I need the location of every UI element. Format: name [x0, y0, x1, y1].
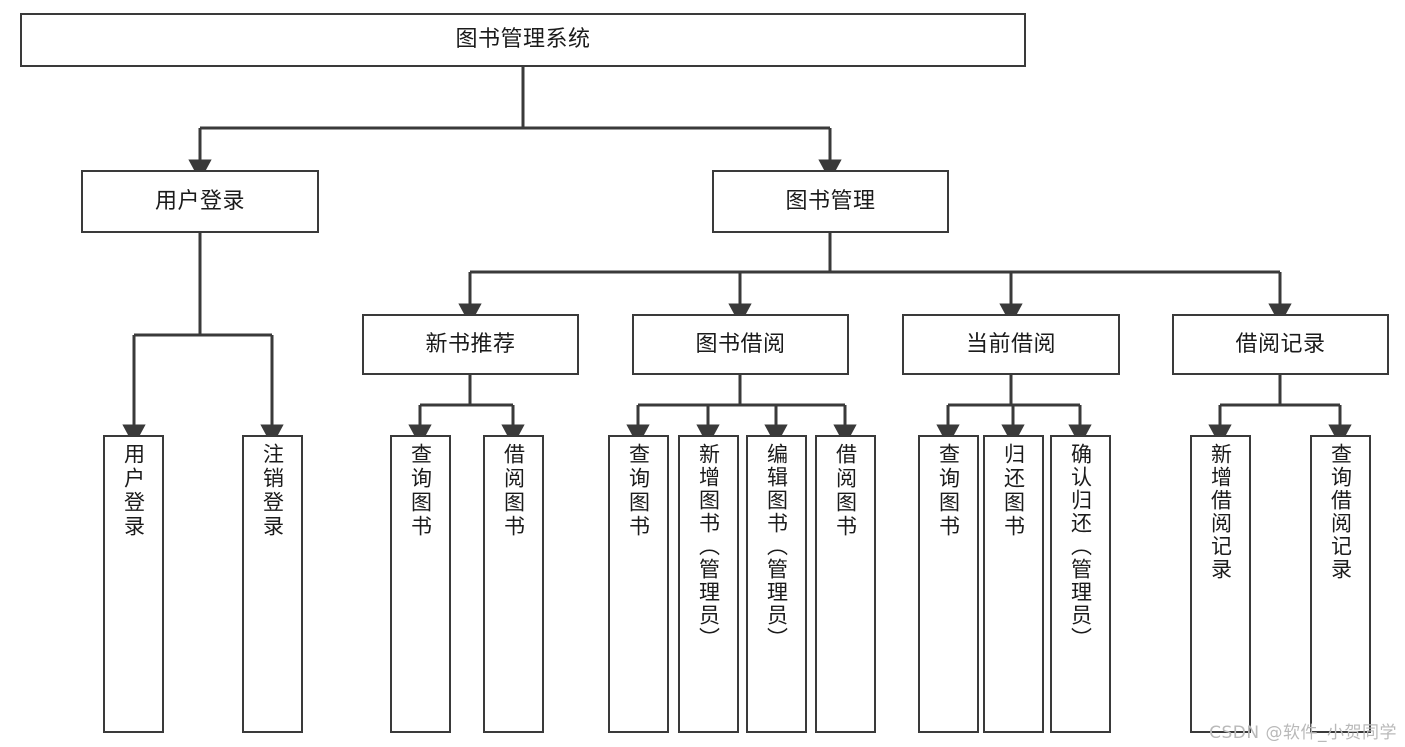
leaf-return-books[interactable]: 归还图书 [983, 435, 1044, 733]
leaf-query-books-bb-label: 查询图书 [626, 443, 651, 539]
node-root-label: 图书管理系统 [455, 27, 591, 53]
leaf-add-borrow-record[interactable]: 新增借阅记录 [1190, 435, 1251, 733]
node-user-login-label: 用户登录 [154, 188, 245, 214]
leaf-logout[interactable]: 注销登录 [242, 435, 303, 733]
leaf-edit-book-admin-label: 编辑图书（管理员） [764, 443, 789, 650]
leaf-query-books-cb[interactable]: 查询图书 [918, 435, 979, 733]
leaf-add-book-admin[interactable]: 新增图书（管理员） [678, 435, 739, 733]
leaf-borrow-books-nbr-label: 借阅图书 [501, 443, 526, 539]
node-new-book-recommend[interactable]: 新书推荐 [362, 314, 579, 375]
leaf-user-login[interactable]: 用户登录 [103, 435, 164, 733]
node-root[interactable]: 图书管理系统 [20, 13, 1026, 67]
leaf-logout-label: 注销登录 [260, 443, 285, 539]
node-new-book-recommend-label: 新书推荐 [425, 331, 516, 357]
leaf-borrow-books-bb[interactable]: 借阅图书 [815, 435, 876, 733]
leaf-borrow-books-nbr[interactable]: 借阅图书 [483, 435, 544, 733]
node-book-manage[interactable]: 图书管理 [712, 170, 949, 233]
leaf-query-books-cb-label: 查询图书 [936, 443, 961, 539]
leaf-confirm-return-admin[interactable]: 确认归还（管理员） [1050, 435, 1111, 733]
node-current-borrow[interactable]: 当前借阅 [902, 314, 1120, 375]
leaf-add-borrow-record-label: 新增借阅记录 [1208, 443, 1233, 581]
leaf-query-borrow-record[interactable]: 查询借阅记录 [1310, 435, 1371, 733]
leaf-add-book-admin-label: 新增图书（管理员） [696, 443, 721, 650]
leaf-return-books-label: 归还图书 [1001, 443, 1026, 539]
node-borrow-record-label: 借阅记录 [1235, 331, 1326, 357]
leaf-borrow-books-bb-label: 借阅图书 [833, 443, 858, 539]
leaf-query-books-nbr[interactable]: 查询图书 [390, 435, 451, 733]
leaf-query-borrow-record-label: 查询借阅记录 [1328, 443, 1353, 581]
node-book-manage-label: 图书管理 [785, 188, 876, 214]
node-current-borrow-label: 当前借阅 [965, 331, 1056, 357]
node-user-login[interactable]: 用户登录 [81, 170, 319, 233]
leaf-query-books-bb[interactable]: 查询图书 [608, 435, 669, 733]
leaf-confirm-return-admin-label: 确认归还（管理员） [1068, 443, 1093, 650]
leaf-user-login-label: 用户登录 [121, 443, 146, 539]
node-book-borrow[interactable]: 图书借阅 [632, 314, 849, 375]
node-borrow-record[interactable]: 借阅记录 [1172, 314, 1389, 375]
leaf-query-books-nbr-label: 查询图书 [408, 443, 433, 539]
leaf-edit-book-admin[interactable]: 编辑图书（管理员） [746, 435, 807, 733]
node-book-borrow-label: 图书借阅 [695, 331, 786, 357]
